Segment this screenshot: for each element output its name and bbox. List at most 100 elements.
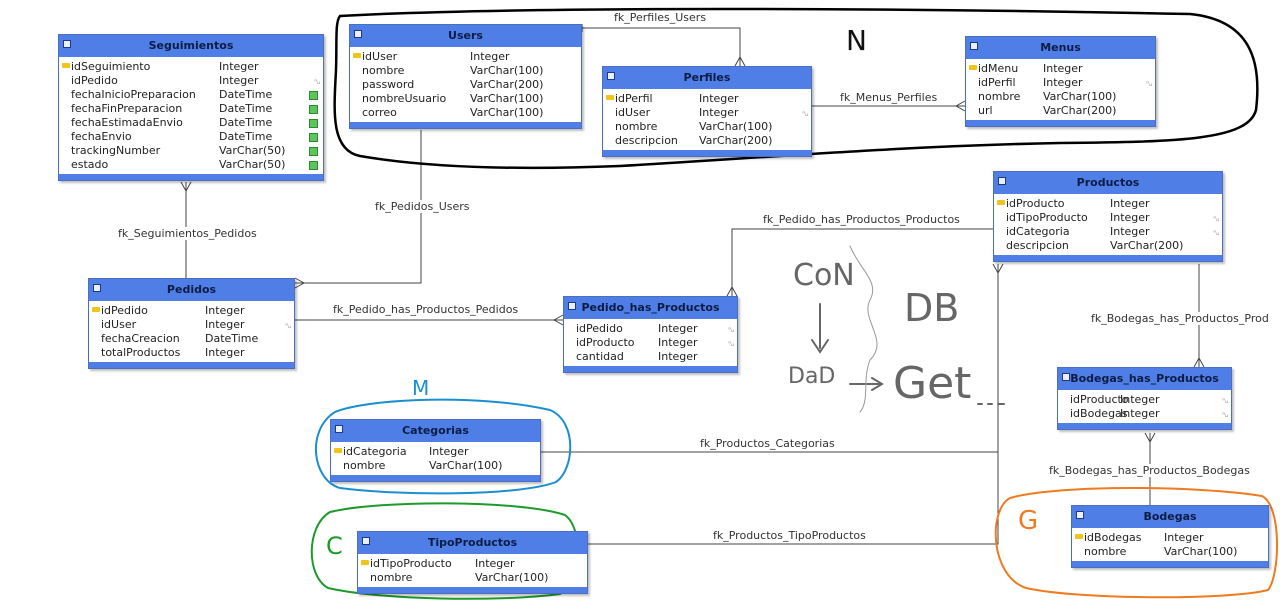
column-type: Integer xyxy=(1164,531,1204,544)
crowfoot xyxy=(180,181,192,193)
not-null-icon xyxy=(309,119,318,128)
table-header: Bodegas xyxy=(1072,506,1268,528)
column-type: Integer xyxy=(1110,225,1150,238)
table-footer xyxy=(1072,561,1268,567)
table-name: Users xyxy=(448,29,483,42)
table-icon xyxy=(607,72,615,80)
primary-key-icon xyxy=(334,448,342,453)
relation-label[interactable]: fk_Pedido_has_Productos_Pedidos xyxy=(333,303,519,316)
column-name: nombre xyxy=(615,120,658,133)
not-null-icon xyxy=(309,133,318,142)
table-name: Seguimientos xyxy=(148,39,234,52)
relation-label[interactable]: fk_Menus_Perfiles xyxy=(840,91,938,104)
relation-php-productos xyxy=(731,228,993,296)
table-footer xyxy=(331,475,540,481)
relation-label[interactable]: fk_Bodegas_has_Productos_Bodegas xyxy=(1049,464,1250,477)
relation-label[interactable]: fk_Productos_TipoProductos xyxy=(713,529,866,542)
primary-key-icon xyxy=(606,95,614,100)
column-type: Integer xyxy=(429,445,469,458)
column-type: Integer xyxy=(1120,407,1160,420)
column-name: correo xyxy=(362,106,397,119)
relation-label[interactable]: fk_Pedido_has_Productos_Productos xyxy=(763,213,960,226)
table-footer xyxy=(966,120,1155,126)
relation-label[interactable]: fk_Productos_Categorias xyxy=(700,437,835,450)
column-name: fechaFinPreparacion xyxy=(71,102,183,115)
relation-label[interactable]: fk_Seguimientos_Pedidos xyxy=(118,227,257,240)
column-type: DateTime xyxy=(219,130,273,143)
column-name: nombre xyxy=(978,90,1021,103)
column-name: fechaEstimadaEnvio xyxy=(71,116,183,129)
table-header: Menus xyxy=(966,37,1155,59)
hand-annotation: Get xyxy=(893,358,972,409)
column-type: VarChar(100) xyxy=(470,106,544,119)
table-icon xyxy=(354,30,362,38)
column-row[interactable]: correo VarChar(100) xyxy=(350,106,581,120)
column-name: idProducto xyxy=(1070,393,1129,406)
column-type: Integer xyxy=(1110,197,1150,210)
relation-label[interactable]: fk_Pedidos_Users xyxy=(375,200,470,213)
column-type: Integer xyxy=(1110,211,1150,224)
column-name: url xyxy=(978,104,993,117)
hand-annotation: G xyxy=(1018,506,1039,536)
relation-label[interactable]: fk_Perfiles_Users xyxy=(614,11,707,24)
relation-label[interactable]: fk_Bodegas_has_Productos_Prod xyxy=(1091,312,1269,325)
column-type: Integer xyxy=(205,346,245,359)
primary-key-icon xyxy=(997,200,1005,205)
index-icon: ⁿᵤ xyxy=(285,322,291,330)
table-footer xyxy=(350,122,581,128)
